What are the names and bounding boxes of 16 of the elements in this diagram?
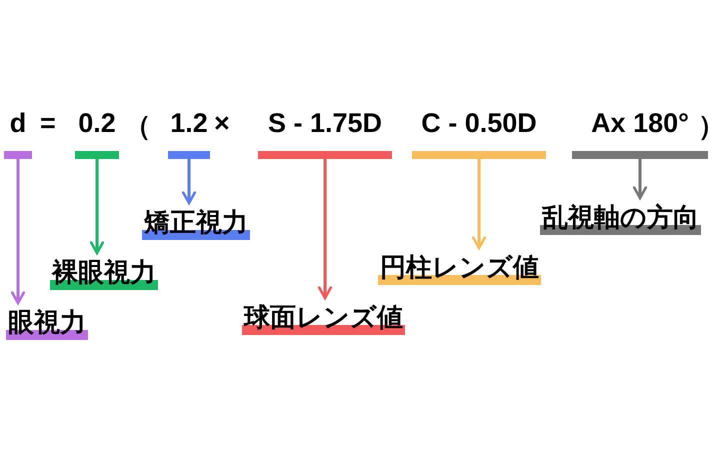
arrow bbox=[632, 159, 648, 200]
underlined-formula-term: d bbox=[4, 108, 32, 159]
arrow bbox=[182, 159, 196, 204]
underlined-formula-term: S - 1.75D bbox=[258, 108, 392, 159]
arrow bbox=[90, 159, 104, 254]
arrow bbox=[318, 159, 332, 300]
formula-symbol: （ bbox=[124, 110, 151, 143]
underlined-formula-term: C - 0.50D bbox=[412, 108, 546, 159]
formula-symbol: = bbox=[40, 108, 56, 139]
formula-symbol: ） bbox=[698, 110, 720, 143]
highlighted-term-label: 乱視軸の方向 bbox=[540, 200, 701, 235]
underlined-formula-term: 1.2 bbox=[168, 108, 210, 159]
arrow bbox=[472, 159, 486, 250]
arrow bbox=[10, 159, 26, 304]
underlined-formula-term: 0.2 bbox=[75, 108, 119, 159]
formula-symbol: × bbox=[214, 108, 230, 139]
